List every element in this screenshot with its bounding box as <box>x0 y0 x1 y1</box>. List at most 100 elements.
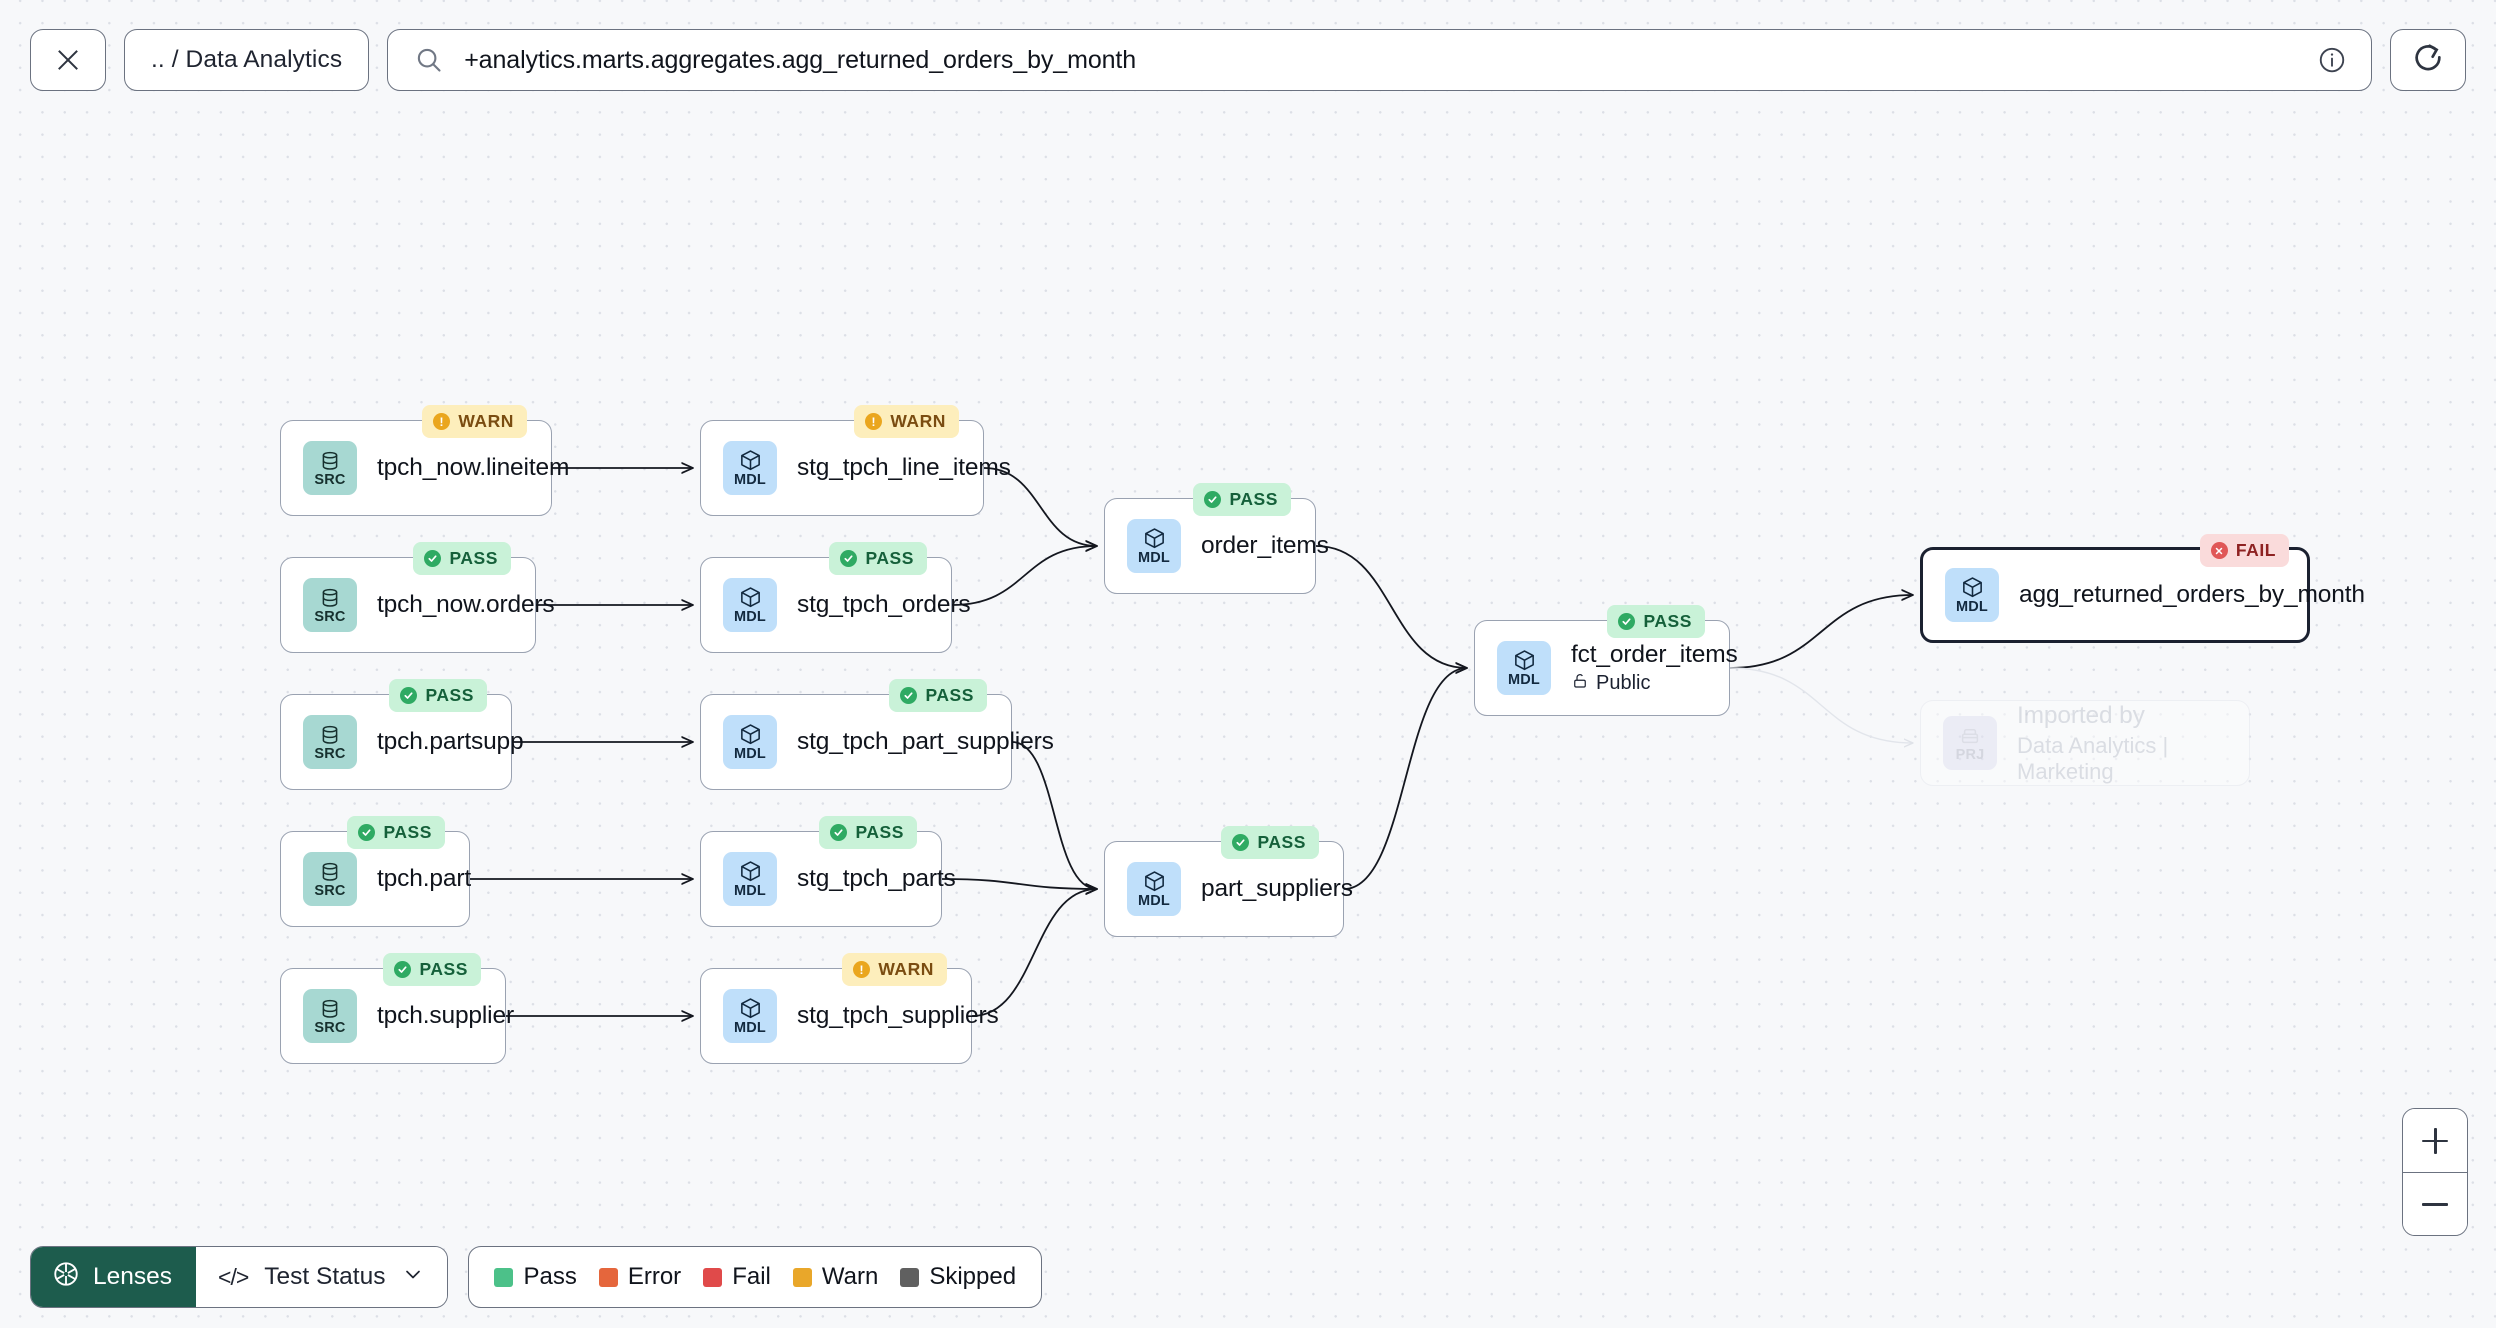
search-bar[interactable] <box>387 29 2372 91</box>
node-kind-label: SRC <box>314 745 346 762</box>
node-text: stg_tpch_suppliers <box>797 1002 999 1030</box>
status-badge-label: PASS <box>925 685 974 705</box>
status-badge-fail: FAIL <box>2199 534 2289 567</box>
node-kind-label: MDL <box>733 1020 766 1037</box>
info-icon[interactable] <box>2317 45 2347 75</box>
node-kind-src-icon: SRC <box>303 989 357 1043</box>
graph-node-stg_tpch_part_suppliers[interactable]: PASS MDL stg_tpch_part_suppliers <box>700 679 1054 790</box>
node-kind-label: SRC <box>314 1019 346 1036</box>
node-title: tpch.part <box>377 865 471 892</box>
lens-group: Lenses </> Test Status <box>30 1246 449 1308</box>
status-badge-pass: PASS <box>413 542 511 575</box>
node-title: stg_tpch_parts <box>797 865 956 892</box>
node-title: order_items <box>1201 532 1329 559</box>
zoom-out-button[interactable] <box>2403 1172 2467 1235</box>
node-kind-label: SRC <box>314 471 346 488</box>
node-text: order_items <box>1201 532 1329 560</box>
node-title: tpch.supplier <box>377 1002 514 1029</box>
breadcrumb-label: .. / Data Analytics <box>151 46 343 73</box>
graph-node-order_items[interactable]: PASS MDL order_items <box>1104 483 1329 594</box>
legend-label: Pass <box>523 1263 577 1290</box>
graph-node-tpch_now_orders[interactable]: PASS SRC tpch_now.orders <box>280 542 555 653</box>
breadcrumb[interactable]: .. / Data Analytics <box>124 29 370 91</box>
node-kind-mdl-icon: MDL <box>723 989 777 1043</box>
node-kind-mdl-icon: MDL <box>723 715 777 769</box>
status-dot-icon: ! <box>853 961 871 978</box>
status-badge-label: WARN <box>458 411 514 431</box>
status-badge-pass: PASS <box>389 679 487 712</box>
status-dot-icon <box>1618 613 1636 630</box>
status-badge-label: PASS <box>1229 489 1278 509</box>
zoom-in-button[interactable] <box>2403 1109 2467 1172</box>
node-kind-mdl-icon: MDL <box>1127 862 1181 916</box>
lenses-button[interactable]: Lenses <box>31 1247 197 1307</box>
node-subtitle: Data Analytics | Marketing <box>2017 733 2249 785</box>
search-icon <box>414 45 444 75</box>
status-badge-label: PASS <box>865 548 914 568</box>
node-kind-label: MDL <box>1137 550 1170 567</box>
legend-label: Error <box>627 1263 682 1290</box>
node-text: tpch_now.orders <box>377 591 555 619</box>
node-title: stg_tpch_line_items <box>797 454 1011 481</box>
node-kind-label: MDL <box>1955 599 1988 616</box>
node-title: fct_order_items <box>1571 640 1738 668</box>
status-dot-icon <box>900 687 918 704</box>
node-kind-mdl-icon: MDL <box>1497 641 1551 695</box>
legend-item-warn[interactable]: Warn <box>792 1263 878 1291</box>
node-title: stg_tpch_part_suppliers <box>797 728 1054 755</box>
edge-stg_tpch_orders-to-order_items <box>951 546 1097 606</box>
node-subtitle-label: Data Analytics | Marketing <box>2017 732 2169 784</box>
status-dot-icon <box>424 550 442 567</box>
close-icon <box>55 47 81 73</box>
legend-label: Fail <box>732 1263 771 1290</box>
node-subtitle-label: Public <box>1596 672 1651 694</box>
unlock-icon <box>1571 672 1589 696</box>
status-badge-label: PASS <box>855 822 904 842</box>
legend-item-fail[interactable]: Fail <box>703 1263 771 1291</box>
legend-item-pass[interactable]: Pass <box>494 1263 577 1291</box>
node-text: part_suppliers <box>1201 875 1353 903</box>
close-button[interactable] <box>30 29 106 91</box>
node-kind-label: MDL <box>1507 672 1540 689</box>
node-kind-mdl-icon: MDL <box>1127 519 1181 573</box>
node-text: stg_tpch_part_suppliers <box>797 728 1054 756</box>
node-kind-src-icon: SRC <box>303 441 357 495</box>
legend-swatch-icon <box>792 1267 812 1287</box>
status-badge-pass: PASS <box>1193 483 1291 516</box>
chevron-down-icon <box>401 1262 425 1293</box>
node-title: stg_tpch_suppliers <box>797 1002 999 1029</box>
node-kind-src-icon: SRC <box>303 578 357 632</box>
edge-stg_tpch_parts-to-part_suppliers <box>941 878 1097 889</box>
test-status-dropdown[interactable]: </> Test Status <box>196 1247 448 1307</box>
minus-icon <box>2422 1191 2448 1217</box>
node-kind-mdl-icon: MDL <box>1945 568 1999 622</box>
status-dot-icon: ! <box>433 413 451 430</box>
refresh-button[interactable] <box>2390 29 2466 91</box>
node-title: tpch_now.orders <box>377 591 555 618</box>
node-kind-label: PRJ <box>1955 746 1985 763</box>
legend-item-skipped[interactable]: Skipped <box>900 1263 1016 1291</box>
graph-node-agg_returned_orders_by_month[interactable]: FAIL MDL agg_returned_orders_by_month <box>1920 534 2365 643</box>
node-text: tpch.supplier <box>377 1002 514 1030</box>
legend-item-error[interactable]: Error <box>598 1263 682 1291</box>
top-toolbar: .. / Data Analytics <box>0 0 2496 120</box>
node-text: agg_returned_orders_by_month <box>2019 581 2365 609</box>
status-badge-label: PASS <box>1643 611 1692 631</box>
search-input[interactable] <box>464 45 2297 75</box>
node-kind-src-icon: SRC <box>303 715 357 769</box>
node-kind-prj-icon: PRJ <box>1943 716 1997 770</box>
